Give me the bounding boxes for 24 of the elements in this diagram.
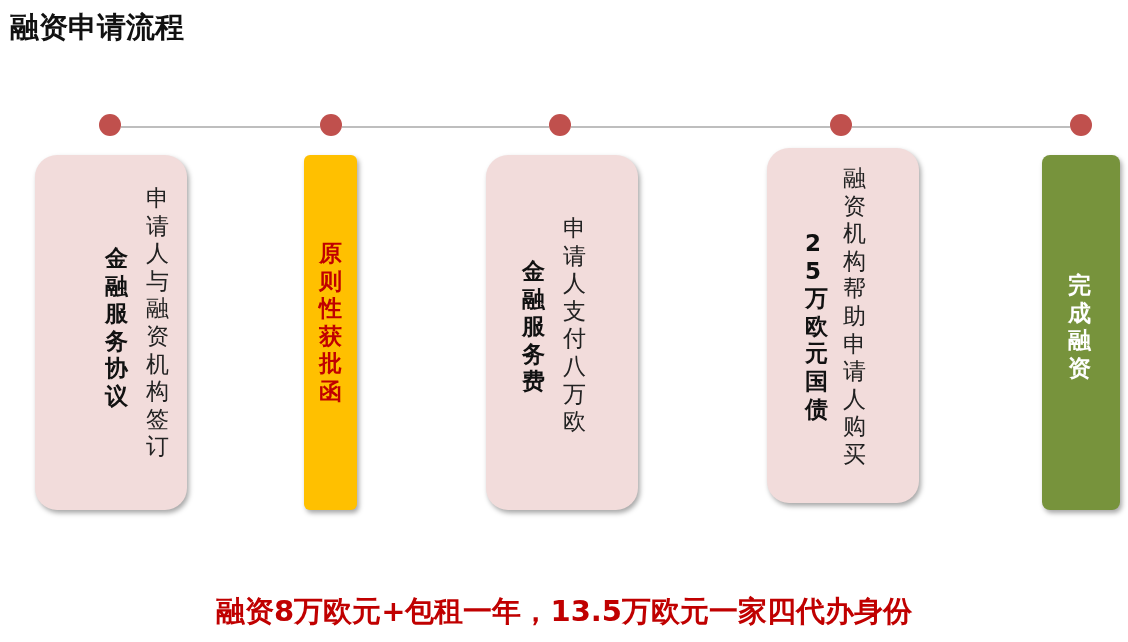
- timeline-line: [851, 126, 1071, 128]
- step-text: 原则性获批函: [319, 240, 342, 406]
- step-text: 金融服务协议: [105, 245, 128, 411]
- step-text: 申请人与融资机构签订: [146, 185, 169, 461]
- step-text: 融资机构帮助申请人购买: [843, 165, 866, 469]
- timeline-line: [570, 126, 831, 128]
- step-text: 申请人支付八万欧: [563, 215, 586, 436]
- step-card: [1042, 155, 1120, 510]
- step-text: 25万欧元国债: [805, 230, 828, 424]
- timeline-line: [120, 126, 321, 128]
- step-text: 完成融资: [1068, 272, 1091, 383]
- timeline-dot: [830, 114, 852, 136]
- timeline-dot: [1070, 114, 1092, 136]
- step-card: [767, 148, 919, 503]
- timeline-dot: [320, 114, 342, 136]
- step-card: [486, 155, 638, 510]
- caption: 融资8万欧元+包租一年，13.5万欧元一家四代办身份: [215, 593, 913, 630]
- timeline-line: [341, 126, 550, 128]
- title: 融资申请流程: [10, 9, 184, 46]
- timeline-dot: [549, 114, 571, 136]
- step-card: [35, 155, 187, 510]
- timeline-dot: [99, 114, 121, 136]
- step-text: 金融服务费: [522, 258, 545, 396]
- step-card: [304, 155, 357, 510]
